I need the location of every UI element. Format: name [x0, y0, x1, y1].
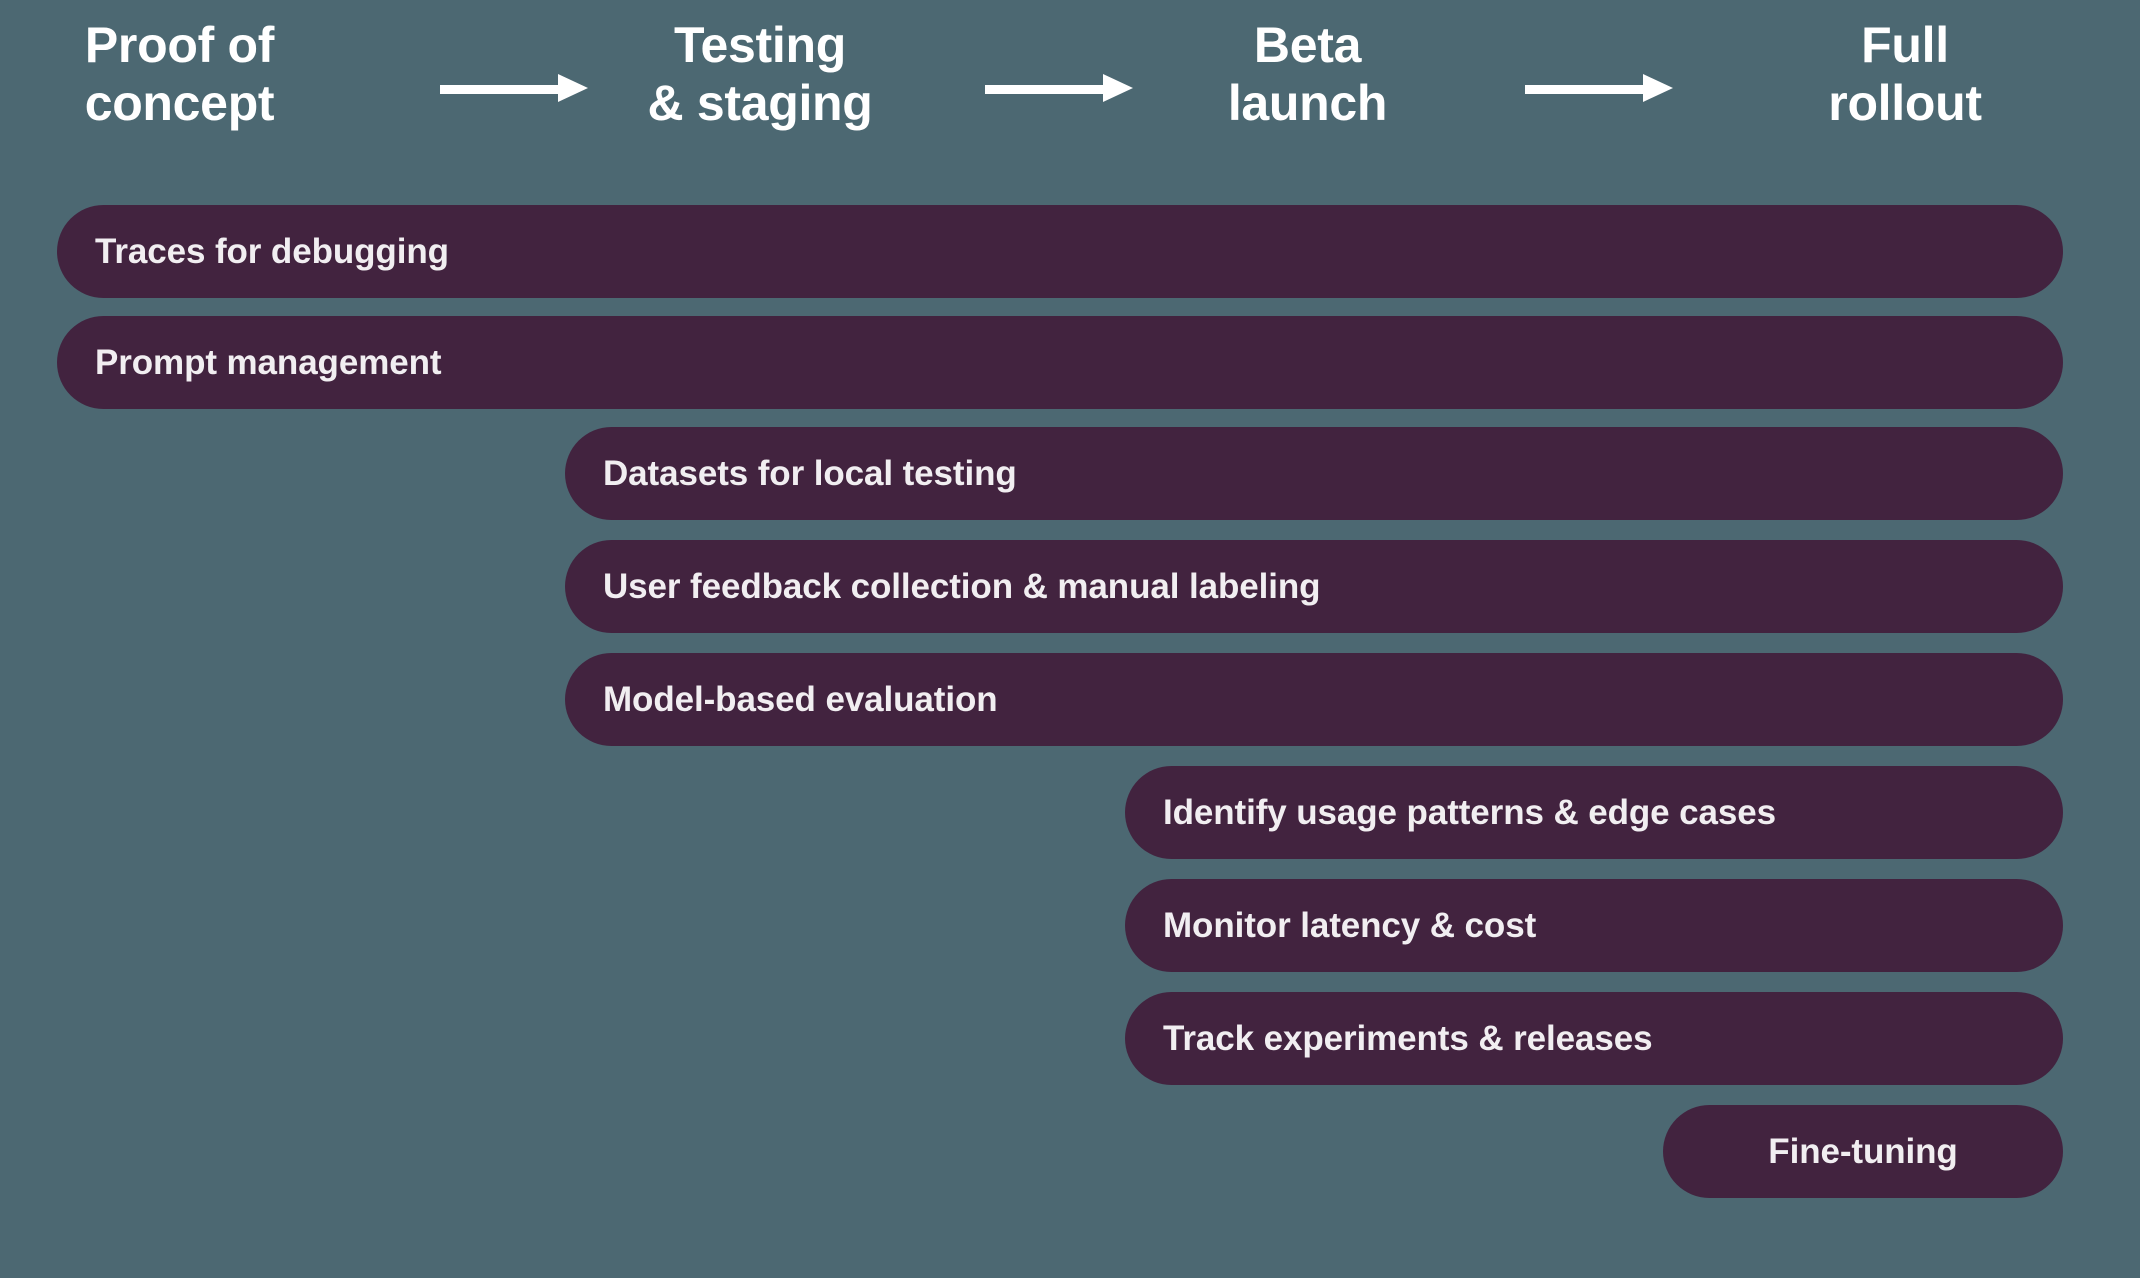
capability-bar-monitor-latency-and-cost[interactable]: Monitor latency & cost — [1125, 879, 2063, 972]
capability-bar-fine-tuning[interactable]: Fine-tuning — [1663, 1105, 2063, 1198]
arrow-right-icon-1 — [440, 74, 588, 102]
stage-label-beta-launch: Beta launch — [1227, 17, 1388, 131]
stage-label-proof-of-concept: Proof of concept — [84, 17, 275, 131]
stage-label-full-rollout: Full rollout — [1828, 17, 1982, 131]
capability-bar-user-feedback-collection[interactable]: User feedback collection & manual labeli… — [565, 540, 2063, 633]
capability-label: Identify usage patterns & edge cases — [1163, 792, 1777, 832]
capability-bar-prompt-management[interactable]: Prompt management — [57, 316, 2063, 409]
stage-label-testing-and-staging: Testing & staging — [647, 17, 873, 131]
capability-label: Model-based evaluation — [603, 679, 998, 719]
capability-bar-track-experiments-releases[interactable]: Track experiments & releases — [1125, 992, 2063, 1085]
capability-label: Prompt management — [95, 342, 442, 382]
capability-label: User feedback collection & manual labeli… — [603, 566, 1321, 606]
capability-label: Track experiments & releases — [1163, 1018, 1653, 1058]
capability-label: Fine-tuning — [1768, 1131, 1958, 1171]
stage-header: Proof of concept Testing & staging Beta … — [0, 0, 2140, 190]
capability-label: Datasets for local testing — [603, 453, 1017, 493]
arrow-right-icon-2 — [985, 74, 1133, 102]
capability-bar-model-based-evaluation[interactable]: Model-based evaluation — [565, 653, 2063, 746]
arrow-right-icon-3 — [1525, 74, 1673, 102]
capability-label: Traces for debugging — [95, 231, 449, 271]
capability-bar-identify-usage-patterns[interactable]: Identify usage patterns & edge cases — [1125, 766, 2063, 859]
capability-bar-traces-for-debugging[interactable]: Traces for debugging — [57, 205, 2063, 298]
capability-label: Monitor latency & cost — [1163, 905, 1537, 945]
capability-bar-datasets-for-local-testing[interactable]: Datasets for local testing — [565, 427, 2063, 520]
